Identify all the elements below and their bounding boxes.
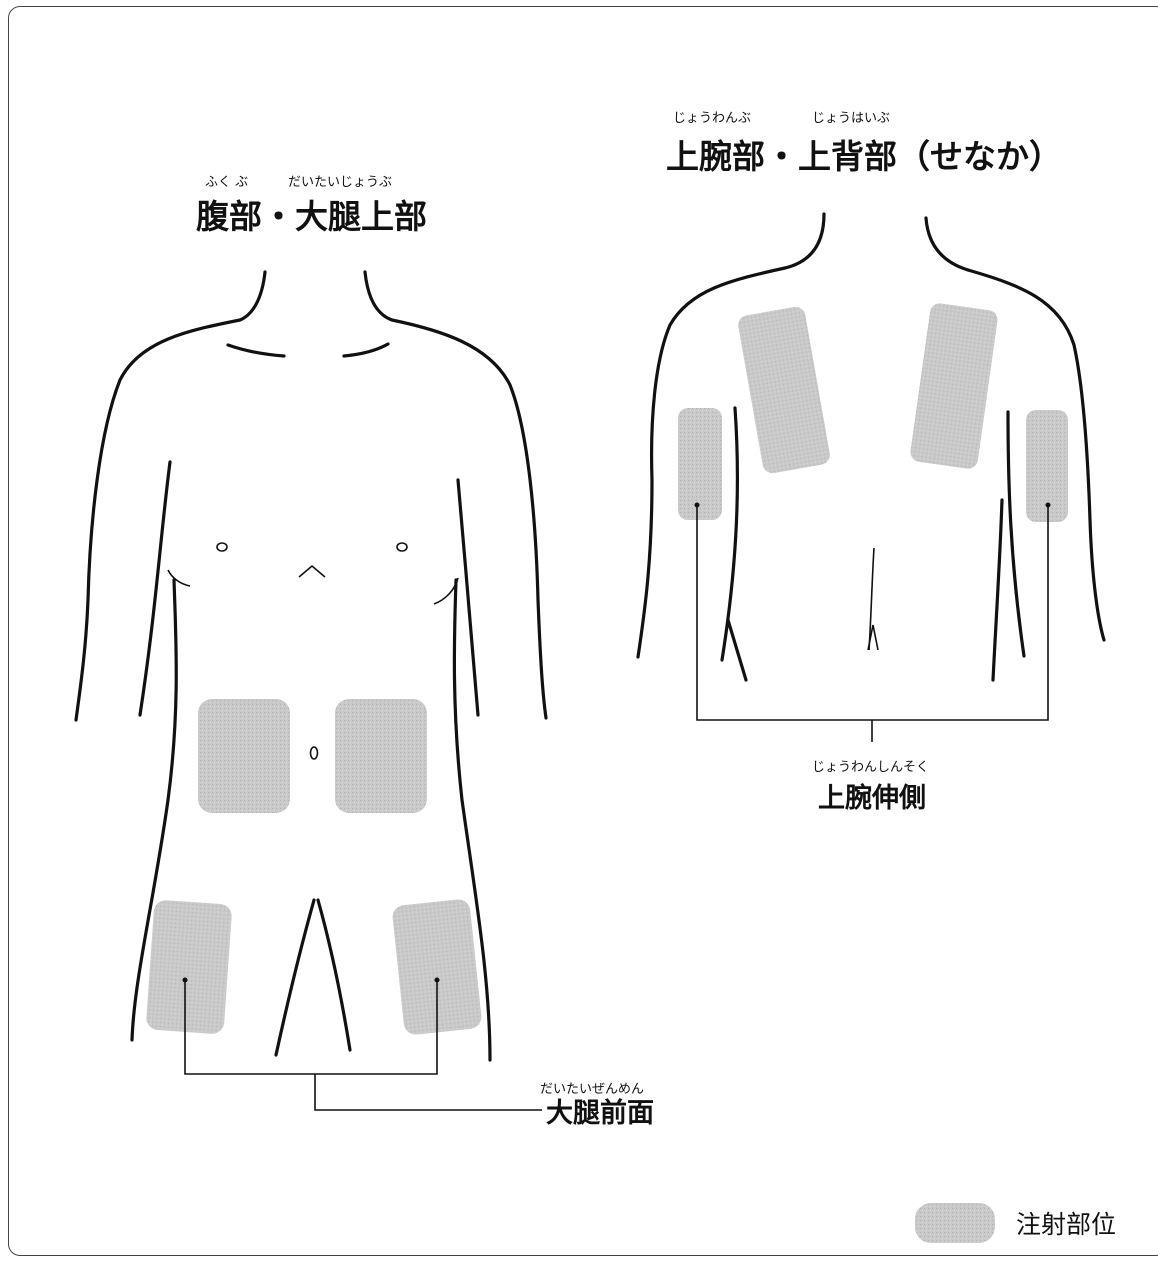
front-injection-sites [146,699,482,1035]
front-body-outline [74,270,548,1062]
back-figure: じょうわんぶ じょうはいぶ 上腕部・上背部（せなか） [636,111,1106,814]
back-neck-right [924,216,970,272]
back-title: 上腕部・上背部（せなか） [666,137,1062,176]
front-leg-inner-left [274,898,316,1057]
back-title-ruby-1: じょうわんぶ [673,111,751,126]
front-neck-right [363,270,394,322]
back-right-arm-inner [1006,410,1026,658]
front-nipple-right [396,542,408,552]
front-left-arm-inner [138,460,172,717]
front-chest-left [167,569,191,587]
back-torso-left [726,618,748,682]
back-body-outline [636,212,1106,682]
front-leg-inner-right [316,898,352,1052]
upper-back-site-right [910,303,998,469]
back-right-arm-outer [966,268,1106,642]
front-neck-left [238,270,267,322]
legend: 注射部位 [915,1203,1116,1243]
front-sternum [298,564,326,578]
front-torso-left [130,578,178,1042]
back-title-ruby-2: じょうはいぶ [812,111,890,126]
legend-swatch [915,1203,995,1243]
abdomen-site-left [198,699,290,813]
thigh-site-left [146,900,232,1034]
arm-callout: じょうわんしんそく 上腕伸側 [694,502,1051,814]
front-title: 腹部・大腿上部 [196,197,427,236]
front-collarbone-left [226,343,286,358]
thigh-label-ruby: だいたいぜんめん [540,1082,644,1097]
front-right-arm-inner [456,478,480,717]
front-figure: ふく ぶ だいたいじょうぶ 腹部・大腿上部 [74,175,654,1129]
thigh-leader-line [314,1074,542,1111]
front-left-arm-outer [74,318,242,722]
front-title-ruby-1: ふく ぶ [205,175,248,190]
abdomen-site-right [335,699,427,813]
upper-arm-site-right [1026,410,1068,522]
thigh-site-right [392,899,482,1035]
upper-arm-site-left [678,408,722,520]
thigh-bracket [184,980,438,1075]
arm-label: 上腕伸側 [818,782,926,814]
figure-frame [8,6,1158,1256]
front-collarbone-right [342,342,390,358]
back-left-arm-outer [636,266,787,659]
thigh-label: 大腿前面 [546,1097,654,1129]
back-spine-base [867,624,879,651]
front-torso-right [452,578,492,1062]
legend-label: 注射部位 [1016,1210,1116,1239]
back-torso-right [991,498,1004,682]
front-navel [309,746,319,760]
arm-label-ruby: じょうわんしんそく [812,760,929,775]
back-injection-sites [678,303,1068,522]
front-nipple-left [216,542,228,552]
front-right-arm-outer [390,318,548,720]
thigh-callout: だいたいぜんめん 大腿前面 [182,977,654,1129]
upper-back-site-left [738,306,830,474]
front-title-ruby-2: だいたいじょうぶ [288,175,392,190]
front-chest-right [433,577,459,605]
back-neck-left [783,212,826,270]
